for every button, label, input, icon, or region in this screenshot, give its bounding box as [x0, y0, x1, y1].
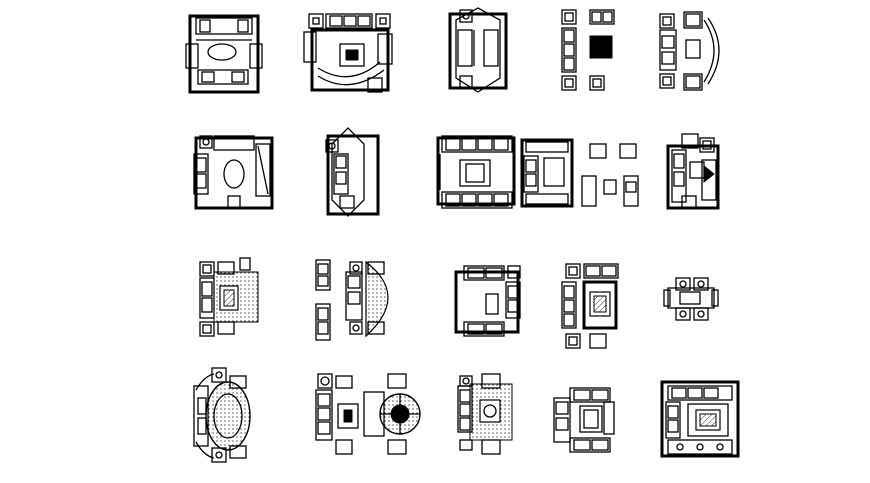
layout-block-4 [561, 9, 615, 91]
layout-block-13 [454, 265, 521, 337]
layout-block-16 [193, 367, 251, 463]
layout-block-11 [199, 257, 259, 337]
layout-block-12 [315, 259, 389, 341]
layout-block-10 [666, 133, 720, 210]
layout-block-18 [457, 373, 513, 455]
layout-block-20 [660, 380, 740, 458]
layout-block-9 [520, 138, 639, 208]
layout-block-15 [663, 277, 719, 321]
layout-block-8 [436, 135, 516, 209]
layout-block-7 [325, 127, 380, 217]
layout-block-2 [303, 13, 393, 93]
layout-block-3 [448, 7, 508, 93]
layout-block-19 [553, 387, 615, 453]
layout-block-6 [193, 135, 274, 210]
layout-block-17 [315, 373, 421, 455]
layout-block-5 [659, 11, 720, 91]
layout-block-14 [561, 263, 619, 349]
layout-block-1 [185, 14, 263, 94]
